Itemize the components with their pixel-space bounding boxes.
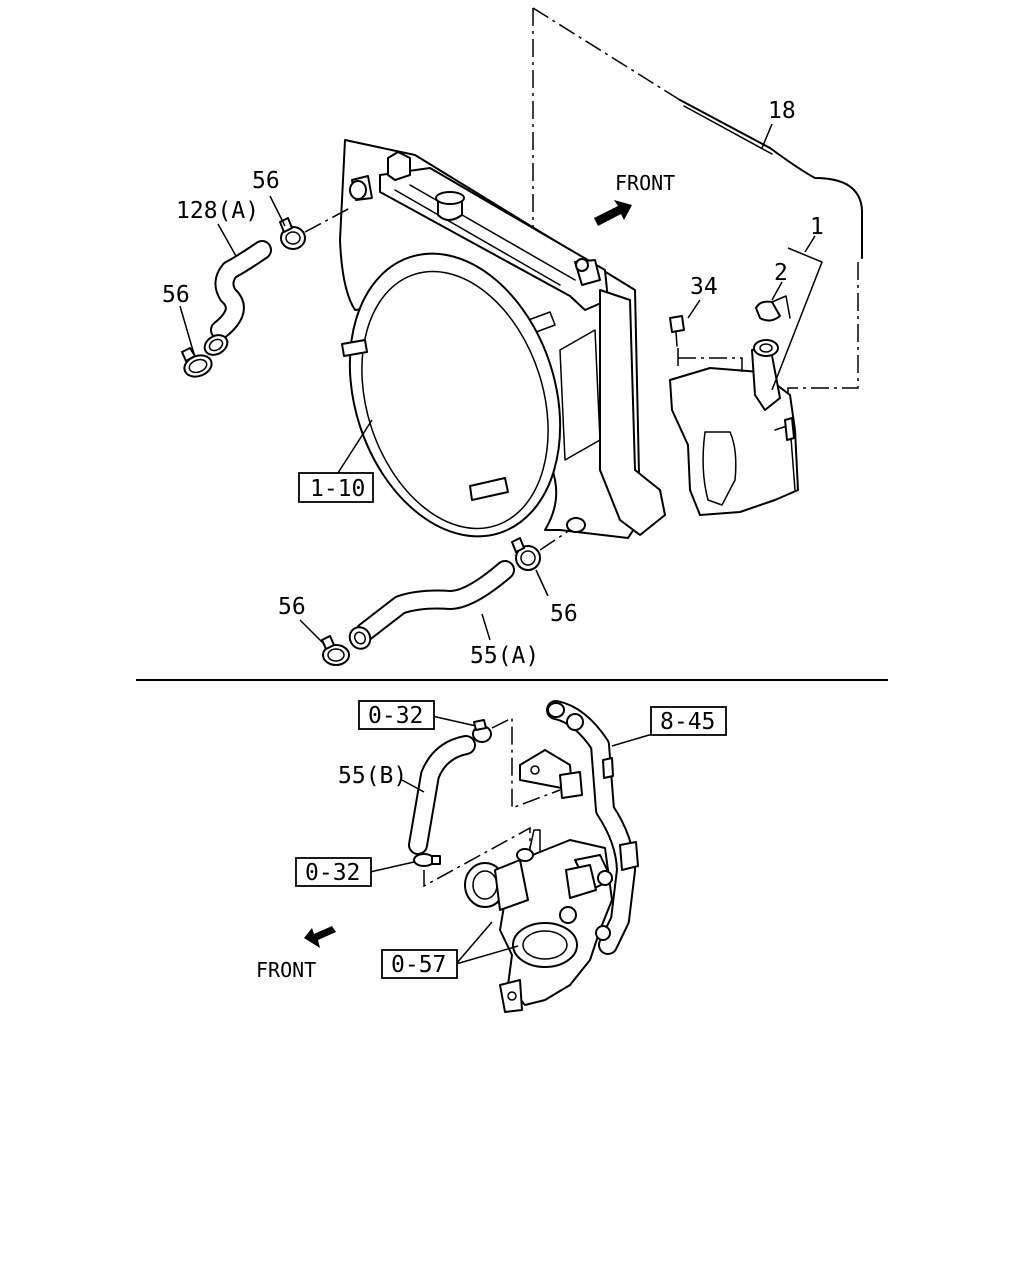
- outlet-disc: [464, 859, 529, 911]
- clamp-0-32-mid: [413, 853, 441, 867]
- label-part-128a: 128(A): [176, 198, 259, 224]
- upper-hose: [203, 240, 272, 356]
- label-ref-0-57: 0-57: [391, 952, 446, 978]
- ref-box-0-32-top: [358, 700, 435, 730]
- reservoir-tank: [669, 339, 799, 516]
- bolt-34: [669, 315, 685, 347]
- water-outlet-housing: [499, 829, 613, 1013]
- bypass-dash-top: [491, 716, 561, 810]
- label-part-2: 2: [774, 260, 788, 286]
- label-front-bottom: FRONT: [256, 958, 316, 982]
- leader-lines-bottom: [369, 715, 667, 965]
- label-part-56-top: 56: [252, 168, 280, 194]
- clamp-56-left: [181, 347, 213, 378]
- bypass-hose: [408, 735, 476, 855]
- pipe-bracket: [519, 749, 583, 799]
- label-part-56-left: 56: [162, 282, 190, 308]
- label-part-55b: 55(B): [338, 763, 407, 789]
- label-part-34: 34: [690, 274, 718, 300]
- ref-box-8-45: [650, 706, 727, 736]
- leader-lines-top: [179, 123, 816, 646]
- clamp-0-32-top: [472, 719, 492, 743]
- label-ref-8-45: 8-45: [660, 709, 715, 735]
- label-part-55a: 55(A): [470, 643, 539, 669]
- label-part-18: 18: [768, 98, 796, 124]
- lower-hose: [348, 560, 515, 650]
- ref-box-1-10: [298, 472, 374, 503]
- label-part-1: 1: [810, 214, 824, 240]
- label-ref-0-32-mid: 0-32: [305, 860, 360, 886]
- front-arrow-bottom: [304, 926, 336, 948]
- label-part-56-bottom-right: 56: [550, 601, 578, 627]
- water-pipe: [546, 700, 639, 955]
- clamp-56-lower-left: [321, 635, 350, 666]
- lower-hose-dash: [539, 529, 571, 551]
- reservoir-cap: [755, 295, 791, 322]
- front-arrow-top: [594, 200, 632, 226]
- label-front-top: FRONT: [615, 171, 675, 195]
- ref-box-0-32-mid: [295, 857, 372, 887]
- label-part-56-bottom-left: 56: [278, 594, 306, 620]
- bypass-dash-bottom: [423, 826, 531, 888]
- label-ref-1-10: 1-10: [310, 476, 365, 502]
- radiator: [339, 139, 666, 539]
- clamp-56-top: [279, 217, 306, 250]
- upper-hose-dash: [304, 207, 351, 233]
- ref-box-0-57: [381, 949, 458, 979]
- clamp-56-lower-right: [511, 537, 541, 571]
- label-ref-0-32-top: 0-32: [368, 703, 423, 729]
- bolt-34-dash: [677, 348, 743, 372]
- overflow-hose: [532, 7, 863, 420]
